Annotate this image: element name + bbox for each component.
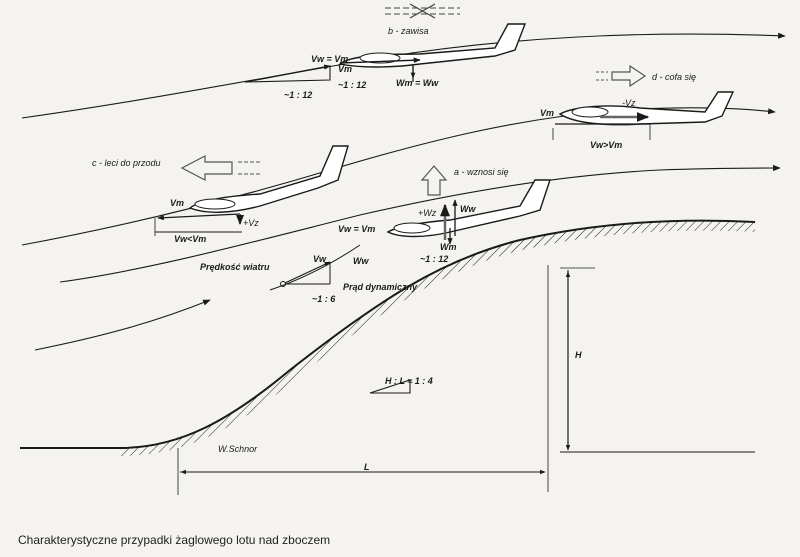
glider-c-vw-lt-vm: Vw<Vm (174, 234, 206, 244)
dimension-l (177, 448, 755, 495)
hover-symbol (385, 3, 460, 19)
hl-ratio-triangle (369, 379, 411, 394)
glider-a-wm: Wm (440, 242, 457, 252)
velocity-triangle (280, 261, 331, 287)
dimension-h-label: H (575, 350, 582, 360)
glider-b-ratio: ~1 : 12 (338, 80, 366, 90)
glider-b-vm: Vm (338, 64, 352, 74)
airflow-streamlines (21, 32, 786, 351)
figure-caption: Charakterystyczne przypadki żaglowego lo… (18, 533, 330, 547)
glider-d-minus-vz: -Vz (622, 98, 636, 108)
glider-a-ww: Ww (460, 204, 476, 214)
triangle-ratio-label: ~1 : 6 (312, 294, 336, 304)
glider-b-ratio-triangle (244, 64, 331, 83)
wind-speed-label: Prędkość wiatru (200, 262, 270, 272)
triangle-ww-label: Ww (353, 256, 369, 266)
glider-d (552, 91, 735, 140)
forward-symbol (180, 155, 260, 181)
case-b-label: b - zawisa (388, 26, 429, 36)
triangle-vw-label: Vw (313, 254, 327, 264)
case-d-label: d - cofa się (652, 72, 696, 82)
hill-profile (20, 219, 756, 456)
glider-a-plus-wz: +Wz (418, 208, 437, 218)
glider-b-vw-eq-vm: Vw = Vm (311, 54, 348, 64)
case-a-label: a - wznosi się (454, 167, 509, 177)
ratio-triangle-b-label: ~1 : 12 (284, 90, 312, 100)
dynamic-current-label: Prąd dynamiczny (343, 282, 418, 292)
glider-d-vm: Vm (540, 108, 554, 118)
glider-b-wm-eq-ww: Wm = Ww (396, 78, 439, 88)
glider-c (154, 145, 349, 236)
dimension-l-label: L (364, 462, 370, 472)
hl-ratio-label: H : L ≈ 1 : 4 (385, 376, 433, 386)
glider-a (386, 179, 551, 245)
glider-a-vw-eq-vm: Vw = Vm (338, 224, 375, 234)
climb-symbol (420, 165, 448, 196)
dimension-h (547, 265, 595, 492)
glider-d-vw-gt-vm: Vw>Vm (590, 140, 622, 150)
glider-c-plus-vz: +Vz (243, 218, 259, 228)
glider-a-ratio: ~1 : 12 (420, 254, 448, 264)
glider-c-vm: Vm (170, 198, 184, 208)
author-signature: W.Schnor (218, 444, 258, 454)
glider-b (338, 23, 527, 82)
retreat-symbol (596, 64, 647, 88)
case-c-label: c - leci do przodu (92, 158, 161, 168)
